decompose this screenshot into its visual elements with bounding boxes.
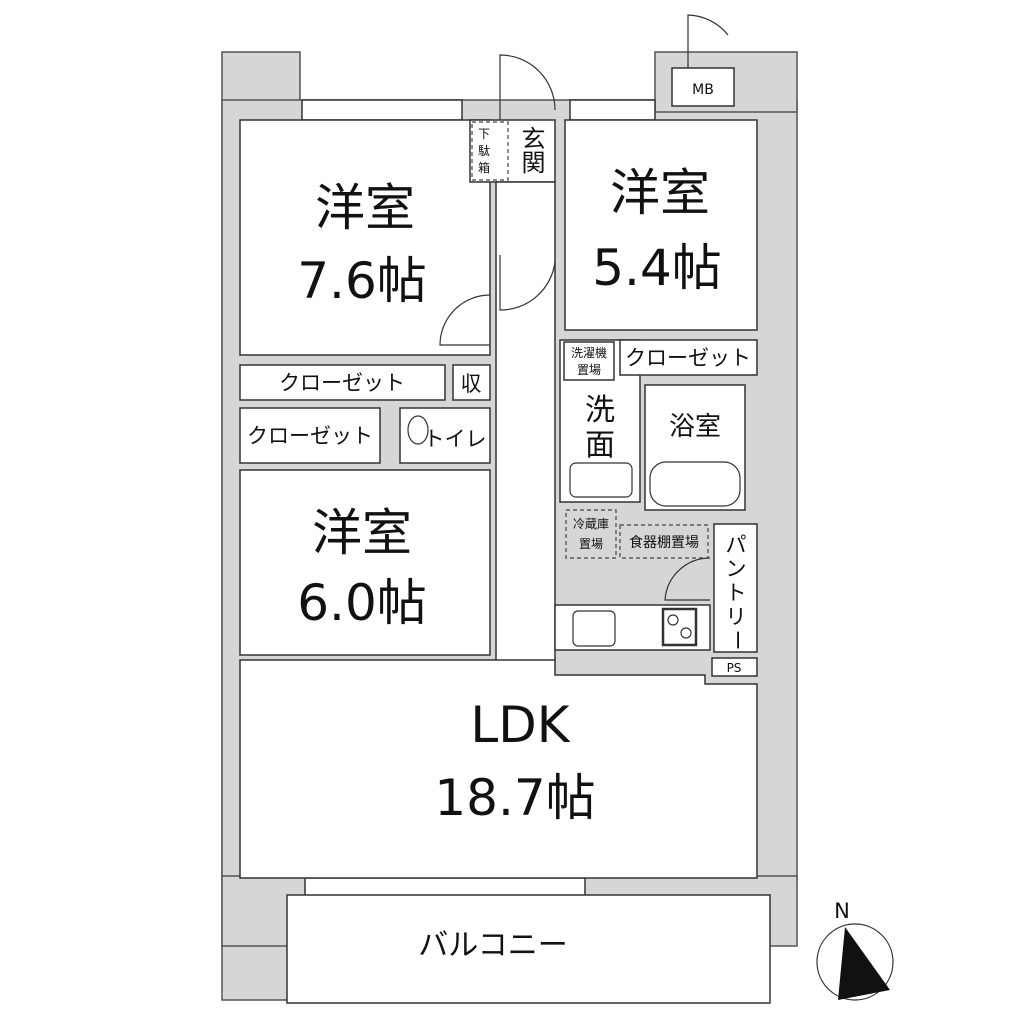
room-size: 7.6帖 bbox=[297, 252, 427, 310]
window bbox=[569, 99, 656, 121]
washer-label: 洗濯機 bbox=[571, 345, 607, 360]
washer-label: 置場 bbox=[577, 363, 601, 377]
closet-label: クローゼット bbox=[625, 346, 751, 370]
room-western-5-4 bbox=[564, 119, 758, 331]
balcony-label: バルコニー bbox=[418, 928, 567, 963]
room-name: 洋室 bbox=[312, 504, 412, 562]
fridge-label: 置場 bbox=[579, 537, 603, 551]
window bbox=[304, 877, 586, 897]
door-swing bbox=[664, 557, 711, 601]
room-western-7-6 bbox=[239, 119, 491, 356]
room-name: 洋室 bbox=[315, 179, 415, 237]
fridge-label: 冷蔵庫 bbox=[573, 517, 609, 531]
closet bbox=[619, 339, 758, 376]
mb-label: MB bbox=[692, 82, 714, 98]
washroom-label: 洗 bbox=[585, 393, 615, 428]
room-western-6-0 bbox=[239, 469, 491, 656]
burner-icon bbox=[667, 614, 679, 626]
entry-door bbox=[499, 54, 556, 120]
pantry-char: パ bbox=[726, 533, 747, 557]
entrance-label: 玄関 bbox=[517, 126, 545, 174]
shoe-box-label: 下 bbox=[478, 127, 490, 141]
pantry-label: パ ン ト リ ー bbox=[725, 533, 749, 651]
mb-box bbox=[671, 67, 735, 107]
shoe-box-label: 駄 bbox=[478, 143, 490, 158]
washer-space bbox=[563, 341, 615, 381]
door-swing bbox=[439, 294, 491, 346]
room-size: 5.4帖 bbox=[592, 239, 722, 297]
window bbox=[301, 99, 463, 121]
fridge-space bbox=[565, 509, 617, 559]
north-compass: N bbox=[816, 899, 894, 1001]
storage-label: 収 bbox=[461, 372, 482, 396]
ps-box bbox=[711, 657, 758, 677]
kitchen-counter bbox=[554, 604, 711, 651]
room-ldk bbox=[239, 659, 758, 879]
pantry-char: ン bbox=[726, 557, 747, 581]
cupboard-label: 食器棚置場 bbox=[629, 534, 699, 551]
burner-icon bbox=[680, 627, 692, 639]
stove-icon bbox=[661, 607, 698, 647]
sink-icon bbox=[569, 462, 633, 498]
pantry bbox=[713, 523, 758, 653]
closet-label: クローゼット bbox=[247, 424, 373, 448]
toilet-bowl-icon bbox=[407, 415, 429, 445]
bathtub-icon bbox=[649, 461, 741, 507]
ps-label: PS bbox=[727, 661, 742, 675]
room-size: 6.0帖 bbox=[297, 574, 427, 632]
shoe-box-label: 箱 bbox=[478, 160, 490, 175]
entrance bbox=[469, 119, 556, 183]
corridor bbox=[495, 181, 556, 663]
pantry-char: ト bbox=[726, 581, 747, 605]
toilet-label: トイレ bbox=[424, 427, 487, 451]
door-swing bbox=[499, 255, 556, 311]
bath-label: 浴室 bbox=[669, 412, 721, 442]
pantry-char: ー bbox=[725, 630, 749, 651]
storage bbox=[452, 364, 491, 401]
closet bbox=[239, 407, 381, 464]
closet-label: クローゼット bbox=[279, 371, 405, 395]
compass-arrow-icon bbox=[838, 927, 890, 1000]
room-name: 洋室 bbox=[610, 164, 710, 222]
shoe-box bbox=[471, 121, 509, 181]
mb-door bbox=[687, 14, 729, 68]
ldk-name: LDK bbox=[470, 696, 570, 754]
pantry-char: リ bbox=[726, 605, 747, 629]
balcony bbox=[286, 894, 771, 1004]
ldk-size: 18.7帖 bbox=[434, 769, 595, 827]
kitchen-sink-icon bbox=[572, 610, 616, 647]
bathroom bbox=[644, 384, 746, 511]
closet bbox=[239, 364, 446, 401]
washroom-label: 面 bbox=[585, 428, 615, 463]
toilet bbox=[399, 407, 491, 464]
cupboard-space bbox=[619, 524, 709, 559]
compass-north-label: N bbox=[834, 899, 850, 923]
